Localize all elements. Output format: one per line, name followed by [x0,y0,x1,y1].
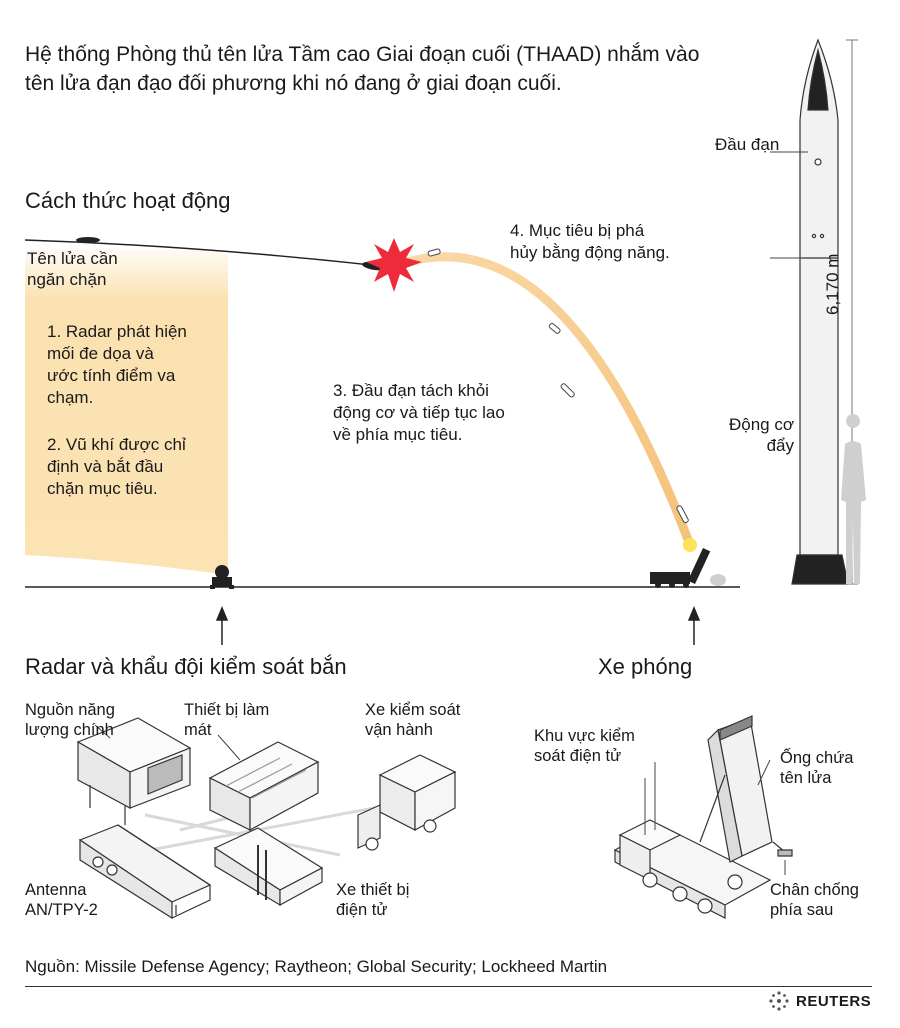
radar-beam [25,250,228,575]
incoming-trajectory [24,239,381,267]
arrows [215,606,701,645]
motor-label: Động cơ đẩy [728,415,794,455]
step-2-text: 2. Vũ khí được chỉ định và bắt đầu chặn … [47,435,186,498]
cooling-unit-icon [208,741,320,832]
separated-parts-icon [427,248,689,524]
antenna-label: Antenna AN/TPY-2 [25,881,98,919]
how-it-works-title: Cách thức hoạt động [25,188,231,213]
launcher-electronics-label: Khu vực kiểm soát điện tử [534,727,635,765]
brand-name: REUTERS [796,993,872,1010]
source-note: Nguồn: Missile Defense Agency; Raytheon;… [25,957,608,976]
radar-section-title: Radar và khẩu đội kiểm soát bắn [25,654,347,679]
electronics-van-icon [213,827,324,907]
outrigger-label: Chân chống phía sau [770,881,859,919]
interceptor-label: Tên lửa cần ngăn chặn [27,249,118,289]
explosion-icon [366,238,422,292]
launcher-truck-icon [613,715,793,919]
power-label: Nguồn năng lượng chính [25,701,115,739]
step-4-text: 4. Mục tiêu bị phá hủy bằng động năng. [510,221,670,262]
power-unit-icon [76,717,192,825]
electronics-van-label: Xe thiết bị điện tử [336,881,410,919]
human-silhouette-icon [841,414,866,584]
reuters-logo-icon [769,991,789,1011]
step-3-text: 3. Đầu đạn tách khỏi động cơ và tiếp tục… [333,381,505,444]
intro-text: Hệ thống Phòng thủ tên lửa Tầm cao Giai … [25,43,700,95]
launcher-section-title: Xe phóng [598,654,693,679]
ops-van-label: Xe kiểm soát vận hành [365,701,461,739]
interceptor-trajectory [385,252,695,550]
launcher-ground-icon [650,538,726,588]
thaad-missile-icon [791,38,849,585]
missile-length-label: 6,170 m [823,253,842,315]
warhead-label: Đầu đạn [715,135,780,154]
canister-label: Ống chứa tên lửa [780,749,854,787]
radar-ground-icon [210,565,234,589]
step-1-text: 1. Radar phát hiện mối đe dọa và ước tín… [47,322,187,407]
cooling-label: Thiết bị làm mát [184,701,270,739]
ops-van-icon [357,754,457,851]
footer-divider [25,986,872,987]
antenna-icon [78,824,212,920]
